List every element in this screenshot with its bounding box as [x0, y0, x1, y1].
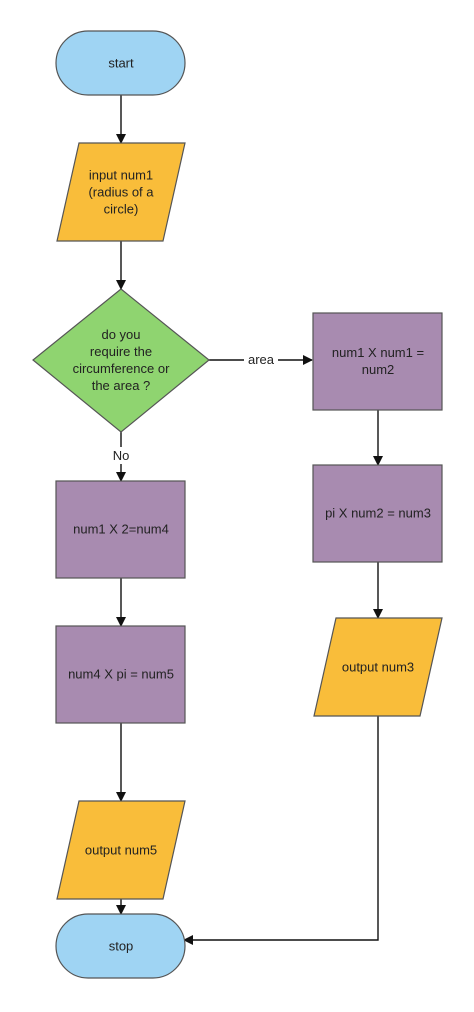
output-num3-label: output num3	[342, 660, 414, 675]
start-line: start	[108, 56, 134, 71]
proc-circ-line: num1 X 2=num4	[73, 522, 169, 537]
decision-line: the area ?	[92, 378, 151, 393]
proc-area-line: num2	[362, 362, 395, 377]
process-circumference-multiply	[55, 480, 186, 579]
edge-label-area: area	[248, 352, 275, 367]
edge-output3-to-stop	[183, 716, 379, 945]
stop-line: stop	[109, 939, 134, 954]
input-line: input num1	[89, 168, 153, 183]
input-io-shape	[56, 142, 186, 242]
edge-label-no: No	[113, 448, 130, 463]
decision-label: do you require the circumference or the are…	[73, 327, 170, 393]
proc-circ2-line: num4 X pi = num5	[68, 667, 174, 682]
out-num3-line: output num3	[342, 660, 414, 675]
process-area-multiply-label: num1 X num1 = num2	[332, 345, 424, 377]
input-line: circle)	[104, 202, 139, 217]
stop-label: stop	[109, 939, 134, 954]
decision-line: do you	[101, 327, 140, 342]
decision-line: require the	[90, 344, 152, 359]
proc-area2-line: pi X num2 = num3	[325, 506, 431, 521]
process-circumference-pi-label: num4 X pi = num5	[68, 667, 174, 682]
out-num5-line: output num5	[85, 843, 157, 858]
input-label: input num1 (radius of a circle)	[88, 168, 154, 217]
proc-area-line: num1 X num1 =	[332, 345, 424, 360]
no-label-bg	[108, 447, 134, 464]
output-num5-shape	[56, 800, 186, 900]
decision-diamond	[32, 288, 210, 433]
start-terminal	[55, 30, 186, 96]
stop-terminal	[55, 913, 186, 979]
area-label-bg	[244, 351, 278, 368]
input-line: (radius of a	[88, 185, 154, 200]
process-area-pi-label: pi X num2 = num3	[325, 506, 431, 521]
process-area-multiply	[312, 312, 443, 411]
process-circumference-multiply-label: num1 X 2=num4	[73, 522, 169, 537]
start-label: start	[108, 56, 134, 71]
output-num5-label: output num5	[85, 843, 157, 858]
process-circumference-pi	[55, 625, 186, 724]
output-num3-shape	[313, 617, 443, 717]
process-area-pi	[312, 464, 443, 563]
decision-line: circumference or	[73, 361, 170, 376]
